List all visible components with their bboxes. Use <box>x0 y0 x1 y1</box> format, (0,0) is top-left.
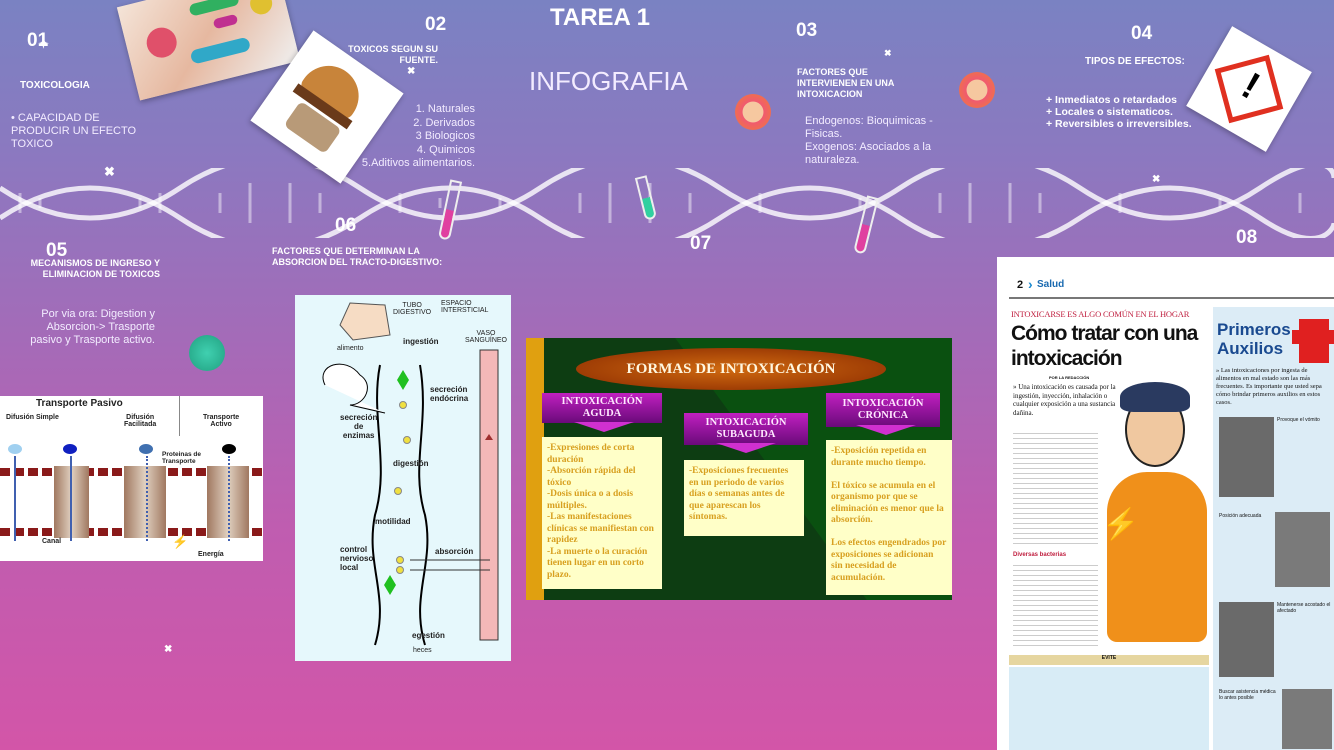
petri-dish-icon <box>959 72 995 108</box>
section-number: 05 <box>46 240 68 261</box>
diagram-label: Energía <box>198 551 224 558</box>
sparkle-icon: ✖ <box>884 48 892 58</box>
section-title: MECANISMOS DE INGRESO Y ELIMINACION DE T… <box>30 258 160 279</box>
diagram-label: egestión <box>412 631 445 640</box>
section-title: FACTORES QUE INTERVIENEN EN UNA INTOXICA… <box>797 67 895 99</box>
section-text: • CAPACIDAD DE PRODUCIR UN EFECTO TOXICO <box>11 112 137 150</box>
pain-icon: ⚡ <box>1102 508 1140 541</box>
diagram-label: VASO <box>476 330 496 337</box>
diagram-label: secreción <box>430 385 468 394</box>
section-title: TOXICOLOGIA <box>20 80 90 91</box>
list-item: + Locales o sistematicos. <box>1046 106 1173 118</box>
dna-strand-decoration <box>0 168 1334 238</box>
diagram-label: ingestión <box>403 337 439 346</box>
diagram-label: nervioso <box>340 554 374 563</box>
section-number: 02 <box>425 14 447 35</box>
diagram-label: ESPACIO <box>441 300 472 307</box>
sparkle-icon: ✦ <box>38 36 49 51</box>
dna-icon <box>189 335 225 371</box>
tip-title: Buscar asistencia médica lo antes posibl… <box>1219 689 1276 701</box>
headline: Cómo tratar con una intoxicación <box>1011 322 1198 370</box>
sparkle-icon: ✖ <box>104 164 115 179</box>
sparkle-icon: ✖ <box>1152 174 1161 185</box>
chevron-icon: › <box>1028 276 1033 292</box>
section-title: TIPOS DE EFECTOS: <box>1085 56 1185 67</box>
diagram-label: Difusión Simple <box>6 414 59 421</box>
first-aid-title: Primeros Auxilios <box>1217 320 1291 358</box>
acute-description: -Expresiones de corta duración -Absorció… <box>542 437 662 589</box>
page-subtitle: INFOGRAFIA <box>529 66 688 96</box>
diagram-label: Canal <box>42 538 62 545</box>
section-number: 03 <box>796 20 818 41</box>
list-item: + Inmediatos o retardados <box>1046 94 1177 106</box>
diagram-label: local <box>340 563 359 572</box>
list-item: 4. Quimicos <box>416 143 475 156</box>
diagram-label: de <box>354 422 364 431</box>
subheading: Diversas bacterias <box>1013 552 1067 558</box>
diagram-label: absorción <box>435 547 474 556</box>
transport-diagram: Transporte Pasivo Difusión Simple Difusi… <box>0 396 263 561</box>
byline: POR LA REDACCIÓN <box>1049 375 1090 380</box>
list-item: + Reversibles o irreversibles. <box>1046 118 1192 130</box>
diagram-label: SANGUÍNEO <box>465 337 508 344</box>
section-number: 01 <box>27 30 49 51</box>
section-number: 07 <box>690 233 712 254</box>
page-number: 2 <box>1017 279 1024 291</box>
list-item: 5.Aditivos alimentarios. <box>361 157 475 169</box>
page-title: TAREA 1 <box>550 4 651 31</box>
diagram-label: alimento <box>337 345 364 352</box>
forms-title: FORMAS DE INTOXICACIÓN <box>576 348 886 390</box>
section-label: Salud <box>1037 279 1065 290</box>
diagram-label: motilidad <box>375 517 411 526</box>
tip-title: Provoque el vómito <box>1277 417 1320 423</box>
endogenous-text: Endogenos: Bioquimicas - Fisicas. <box>805 115 933 140</box>
diagram-label: digestión <box>393 459 429 468</box>
section-number: 08 <box>1236 227 1258 248</box>
diagram-label: enzimas <box>342 431 375 440</box>
avoid-label: EVITE <box>1009 655 1209 665</box>
diagram-label: endócrina <box>430 394 469 403</box>
exogenous-text: Exogenos: Asociados a la naturaleza. <box>805 141 931 166</box>
subacute-description: -Exposiciones frecuentes en un periodo d… <box>684 460 804 536</box>
section-text: Por via ora: Digestion y Absorcion-> Tra… <box>30 308 155 346</box>
chronic-description: -Exposición repetida en durante mucho ti… <box>826 440 952 595</box>
bacteria-image <box>116 0 301 101</box>
hazard-warning-icon: ! <box>1186 26 1312 152</box>
sparkle-icon: ✖ <box>164 644 173 655</box>
diagram-label: control <box>340 545 368 554</box>
diagram-label: DIGESTIVO <box>393 309 432 316</box>
subacute-title: INTOXICACIÓN SUBAGUDA <box>684 413 808 445</box>
lead-text: » Una intoxicación es causada por la ing… <box>1013 383 1116 417</box>
diagram-label: secreción <box>340 413 378 422</box>
section-title: TOXICOS SEGUN SU FUENTE. <box>348 44 438 65</box>
list-item: 1. Naturales <box>415 103 475 115</box>
sparkle-icon: ✖ <box>407 66 416 77</box>
acute-title: INTOXICACIÓN AGUDA <box>542 393 662 423</box>
section-number: 04 <box>1131 23 1153 44</box>
diagram-label: INTERSTICIAL <box>441 307 489 314</box>
chronic-title: INTOXICACIÓN CRÓNICA <box>826 393 940 427</box>
list-item: 2. Derivados <box>413 116 475 129</box>
energy-icon: ⚡ <box>172 534 189 549</box>
effect-types-list: + Inmediatos o retardados + Locales o si… <box>1046 94 1196 130</box>
newspaper-clipping: 2 › Salud INTOXICARSE ES ALGO COMÚN EN E… <box>997 257 1334 750</box>
section-title: FACTORES QUE DETERMINAN LA ABSORCION DEL… <box>272 246 443 267</box>
diagram-label: Transporte Pasivo <box>36 398 123 409</box>
diagram-label: TUBO <box>402 302 422 309</box>
intoxication-forms-chart: FORMAS DE INTOXICACIÓN INTOXICACIÓN AGUD… <box>526 338 952 600</box>
tip-title: Posición adecuada <box>1219 513 1262 519</box>
toxic-source-list: 1. Naturales 2. Derivados 3 Biologicos 4… <box>340 103 475 171</box>
section-text: Endogenos: Bioquimicas - Fisicas. Exogen… <box>805 115 955 167</box>
petri-dish-icon <box>735 94 771 130</box>
tip-title: Mantenerse acostado el afectado <box>1277 602 1331 614</box>
kicker: INTOXICARSE ES ALGO COMÚN EN EL HOGAR <box>1011 309 1190 319</box>
diagram-label: heces <box>413 647 432 654</box>
list-item: 3 Biologicos <box>415 130 475 142</box>
first-aid-lead: » Las intoxicaciones por ingesta de alim… <box>1216 367 1322 406</box>
section-number: 06 <box>335 215 357 236</box>
